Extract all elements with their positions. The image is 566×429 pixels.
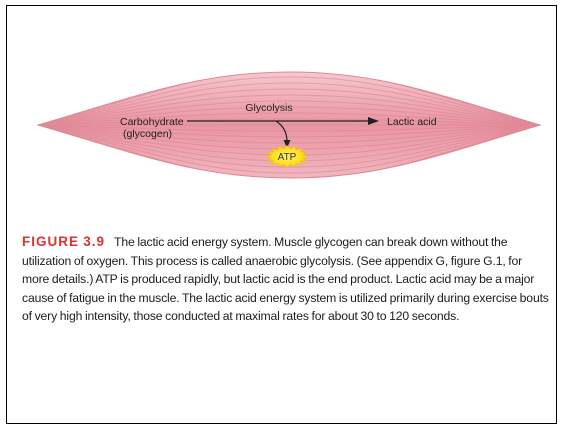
- process-label: Glycolysis: [245, 102, 292, 114]
- product-label: Lactic acid: [387, 116, 437, 128]
- figure-label: FIGURE 3.9: [22, 234, 105, 249]
- atp-label: ATP: [278, 152, 297, 163]
- source-label-line2: (glycogen): [123, 128, 172, 140]
- source-label-line1: Carbohydrate: [120, 116, 184, 128]
